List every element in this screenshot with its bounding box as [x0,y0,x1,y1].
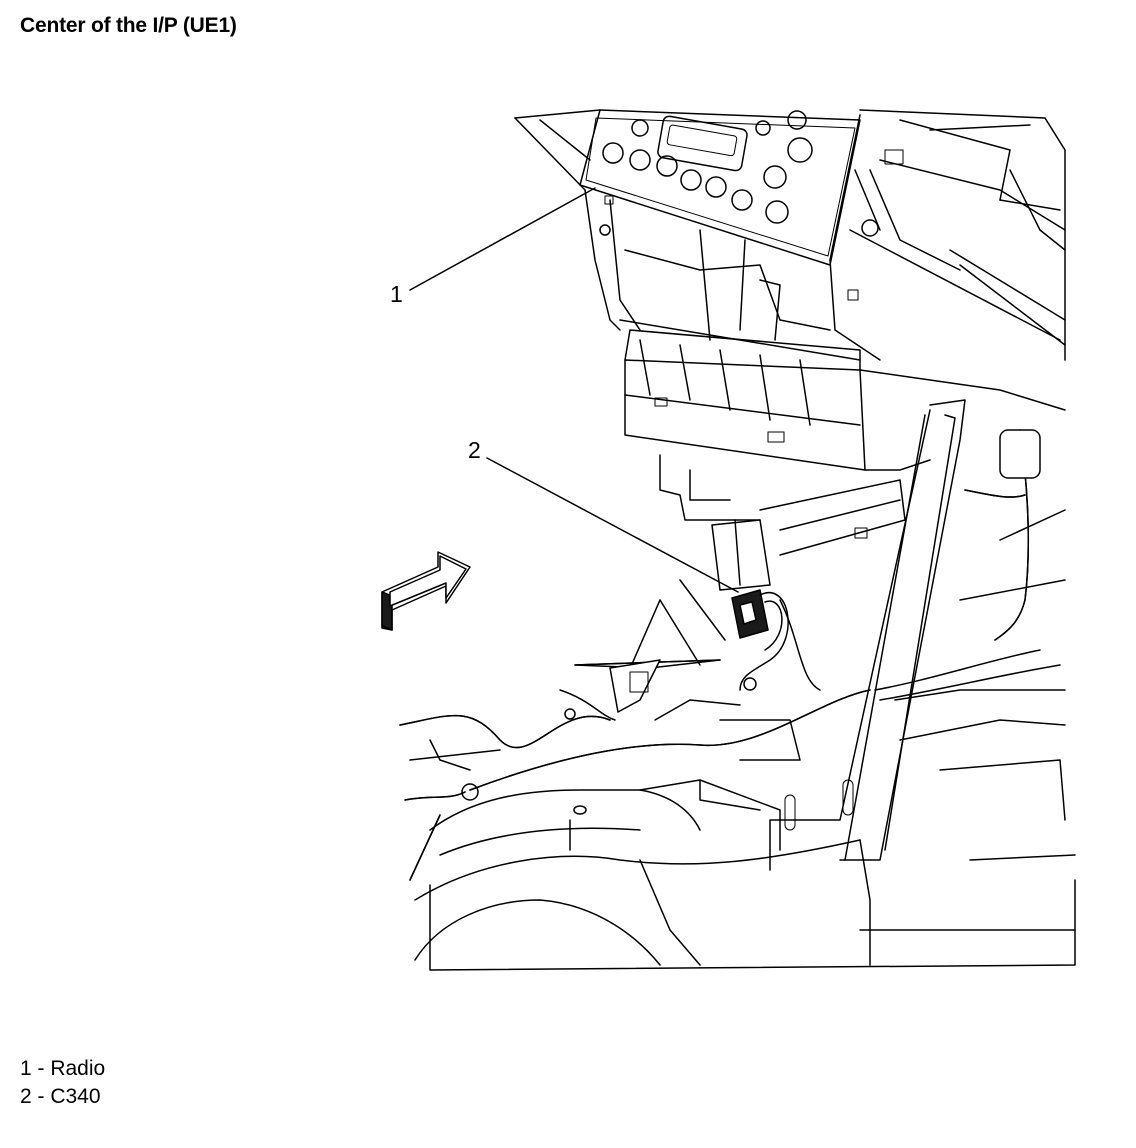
console-brace [769,399,966,871]
instrument-panel-structure [514,109,1066,361]
lower-module [659,454,906,591]
legend: 1 - Radio 2 - C340 [20,1055,105,1111]
forward-direction-arrow [381,551,471,631]
center-console-duct [624,329,1066,471]
radio [579,109,861,266]
legend-item-radio: 1 - Radio [20,1057,106,1080]
leader-line-2 [486,457,739,593]
legend-item-c340: 2 - C340 [20,1085,101,1108]
wiring-harness [399,429,1061,881]
callout-2: 2 [468,437,481,463]
callout-1: 1 [390,281,403,307]
floor-pan [409,509,1076,971]
leader-line-1 [409,187,596,291]
c340-connector [731,589,789,691]
view-arrows [574,579,726,713]
page-title: Center of the I/P (UE1) [20,14,237,37]
